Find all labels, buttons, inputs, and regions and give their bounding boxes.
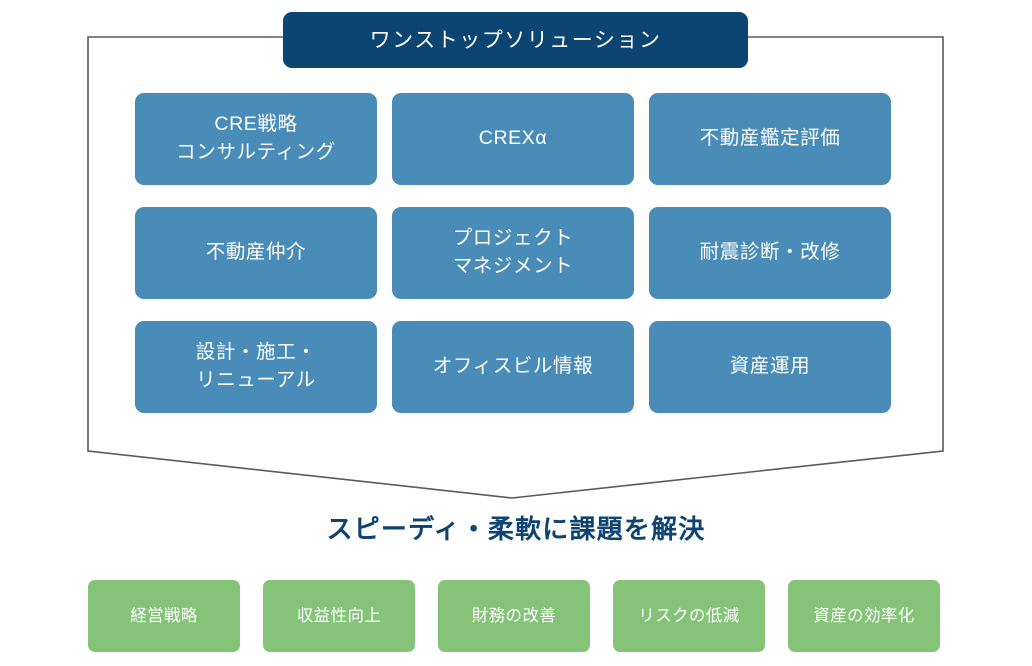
service-box-seismic-diagnosis-retrofit[interactable]: 耐震診断・改修	[649, 207, 891, 299]
service-box-real-estate-brokerage[interactable]: 不動産仲介	[135, 207, 377, 299]
service-label: CREXα	[478, 127, 548, 150]
service-label: CRE戦略 コンサルティング	[176, 113, 336, 163]
one-stop-solution-banner: ワンストップソリューション	[283, 12, 748, 68]
service-grid: CRE戦略 コンサルティング CREXα 不動産鑑定評価 不動産仲介 プロジェク…	[135, 93, 892, 413]
tagline: スピーディ・柔軟に課題を解決	[0, 516, 1032, 543]
service-box-office-building-info[interactable]: オフィスビル情報	[392, 321, 634, 413]
service-box-crex-alpha[interactable]: CREXα	[392, 93, 634, 185]
benefit-row: 経営戦略 収益性向上 財務の改善 リスクの低減 資産の効率化	[88, 580, 944, 652]
service-box-design-construction-renewal[interactable]: 設計・施工・ リニューアル	[135, 321, 377, 413]
service-label: プロジェクト マネジメント	[452, 227, 574, 277]
service-label: 資産運用	[729, 355, 811, 378]
benefit-box-risk-reduction[interactable]: リスクの低減	[613, 580, 765, 652]
banner-label: ワンストップソリューション	[369, 28, 662, 52]
tagline-text: スピーディ・柔軟に課題を解決	[326, 514, 706, 544]
benefit-label: 経営戦略	[130, 606, 198, 625]
service-box-real-estate-appraisal[interactable]: 不動産鑑定評価	[649, 93, 891, 185]
benefit-label: 財務の改善	[471, 606, 557, 625]
benefit-box-asset-efficiency[interactable]: 資産の効率化	[788, 580, 940, 652]
benefit-label: 収益性向上	[296, 606, 382, 625]
service-label: 不動産鑑定評価	[699, 127, 841, 150]
service-box-asset-management[interactable]: 資産運用	[649, 321, 891, 413]
service-label: 不動産仲介	[205, 241, 307, 264]
benefit-box-financial-improvement[interactable]: 財務の改善	[438, 580, 590, 652]
service-box-cre-strategy-consulting[interactable]: CRE戦略 コンサルティング	[135, 93, 377, 185]
service-box-project-management[interactable]: プロジェクト マネジメント	[392, 207, 634, 299]
service-label: 耐震診断・改修	[699, 241, 841, 264]
service-label: 設計・施工・ リニューアル	[195, 341, 317, 391]
service-label: オフィスビル情報	[432, 355, 594, 378]
benefit-label: リスクの低減	[638, 606, 740, 625]
benefit-box-management-strategy[interactable]: 経営戦略	[88, 580, 240, 652]
benefit-box-profitability-improvement[interactable]: 収益性向上	[263, 580, 415, 652]
benefit-label: 資産の効率化	[813, 606, 915, 625]
